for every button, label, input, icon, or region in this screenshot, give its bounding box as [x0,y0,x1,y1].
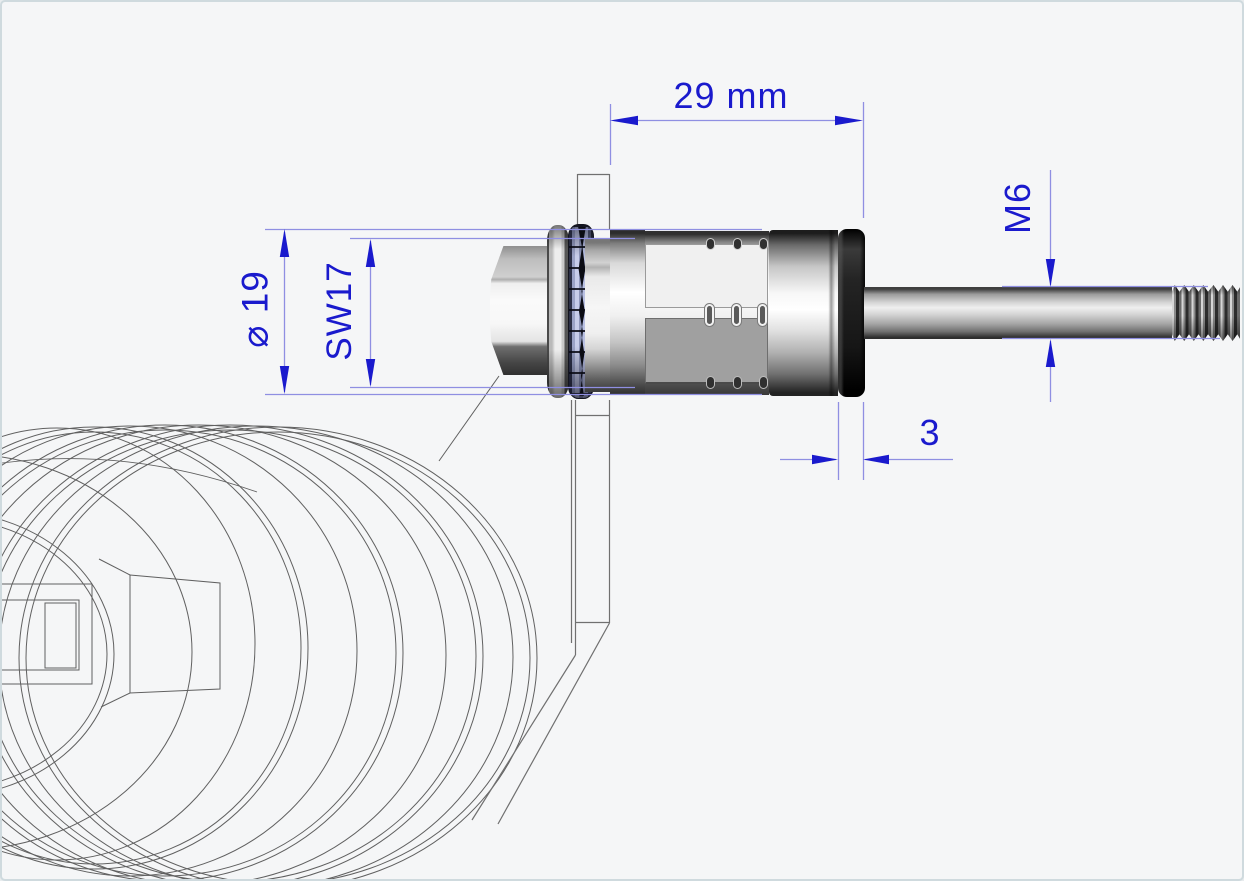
vent-slot [733,238,742,250]
end-ring [769,230,838,396]
threaded-shaft [864,287,1172,339]
damper-socket [2,558,221,708]
vent-slot [706,376,715,389]
vent-slot [732,304,741,326]
leader-line [438,375,500,462]
sleeve-flat-top [645,244,768,308]
vent-slot [759,238,768,250]
damper-thread-coils [2,424,538,879]
serration-teeth [578,227,586,396]
dimension-label-thread-size: M6 [997,181,1038,235]
dimension-label-wrench-size: SW17 [320,261,359,361]
vent-slot [706,238,715,250]
vent-slot [705,304,714,326]
dimension-label-buffer-thickness: 3 [919,412,941,453]
dimension-label-washer-diameter: ⌀ 19 [234,270,276,348]
hex-nut [490,246,551,375]
vent-slot [733,376,742,389]
damper-front-face [2,456,193,848]
dimension-label-overall-length: 29 mm [673,75,789,116]
rubber-buffer-ring [838,229,865,397]
vent-slot [759,376,768,389]
hex-collar [585,238,610,392]
sleeve-flat-bottom [645,318,768,384]
dome-washer [547,225,569,398]
vent-slot [758,304,767,326]
body-neck-cylinder [610,230,645,395]
m6-thread-end [1172,285,1240,341]
